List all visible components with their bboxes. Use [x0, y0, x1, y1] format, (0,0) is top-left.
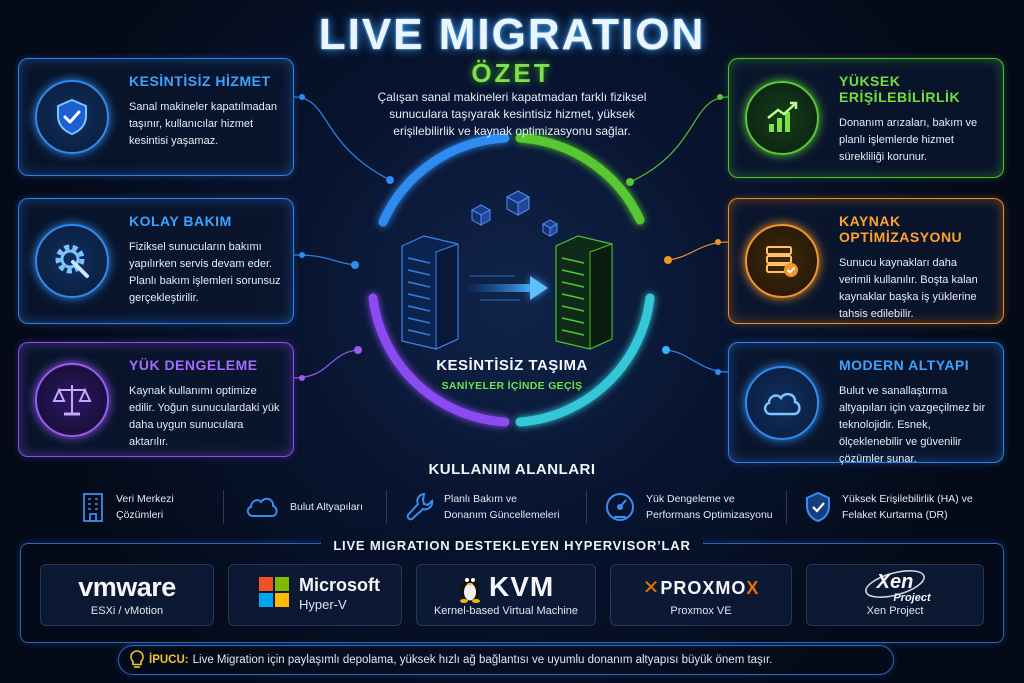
microsoft-logo-text: Microsoft — [299, 575, 380, 595]
data-cubes — [470, 190, 559, 237]
hypervisors-title-text: LIVE MIGRATION DESTEKLEYEN HYPERVISOR’LA… — [321, 538, 703, 553]
xen-logo-project: Project — [893, 592, 931, 604]
usage-text-1: Planlı Bakım ve — [444, 493, 517, 505]
usage-text-2: Çözümleri — [116, 509, 164, 521]
usage-item-cloud: Bulut Altyapıları — [244, 486, 363, 528]
divider — [223, 490, 224, 524]
source-server — [401, 235, 459, 350]
vmware-sub: ESXi / vMotion — [90, 605, 164, 617]
usage-text-2: Donanım Güncellemeleri — [444, 509, 560, 521]
microsoft-logo-icon — [259, 577, 289, 607]
hypervisor-microsoft: Microsoft Hyper-V — [228, 564, 402, 626]
hypervisor-xen: Xen Project Xen Project — [806, 564, 984, 626]
card-title: YÜKSEK ERİŞİLEBİLİRLİK — [839, 73, 961, 105]
connector-dots — [299, 94, 723, 381]
center-subtitle: SANİYELER İÇİNDE GEÇİŞ — [441, 380, 583, 392]
cloud-icon — [745, 365, 819, 440]
usage-item-ha-dr: Yüksek Erişilebilirlik (HA) ve Felaket Ku… — [804, 486, 973, 528]
usage-text-1: Yük Dengeleme ve — [646, 493, 735, 505]
usage-item-load-balancing: Yük Dengeleme ve Performans Optimizasyonu — [604, 486, 773, 528]
proxmox-x-icon: ✕ — [642, 577, 661, 599]
card-title: KOLAY BAKIM — [129, 213, 232, 229]
usage-text-1: Bulut Altyapıları — [290, 501, 363, 513]
proxmox-logo: ✕PROXMOX — [611, 575, 791, 600]
shield-check-icon — [35, 80, 109, 154]
usage-title: KULLANIM ALANLARI — [428, 461, 596, 478]
card-yuk-dengeleme: YÜK DENGELEME Kaynak kullanımı optimize … — [18, 342, 294, 457]
card-title: YÜK DENGELEME — [129, 357, 258, 373]
card-text: Bulut ve sanallaştırma altyapıları için … — [839, 385, 986, 465]
gauge-icon — [606, 493, 634, 521]
usage-text-2: Felaket Kurtarma (DR) — [842, 509, 948, 521]
card-text: Sunucu kaynakları daha verimli kullanılı… — [839, 257, 978, 320]
server-check-icon — [745, 224, 819, 298]
card-yuksek-erisilebilirlik: YÜKSEK ERİŞİLEBİLİRLİK Donanım arızaları… — [728, 58, 1004, 178]
xen-sub: Xen Project — [866, 605, 924, 617]
cloud-icon — [246, 497, 278, 517]
hypervisors-title: LIVE MIGRATION DESTEKLEYEN HYPERVISOR’LA… — [0, 537, 1024, 555]
building-icon — [83, 493, 103, 522]
proxmox-logo-x: X — [746, 578, 760, 598]
card-text: Donanım arızaları, bakım ve planlı işlem… — [839, 117, 978, 163]
center-title: KESİNTİSİZ TAŞIMA — [436, 357, 588, 374]
card-title: KAYNAK OPTİMİZASYONU — [839, 213, 963, 245]
kvm-sub: Kernel-based Virtual Machine — [433, 605, 579, 617]
hyperv-label: Hyper-V — [299, 597, 347, 612]
card-text: Sanal makineler kapatılmadan taşınır, ku… — [129, 101, 277, 147]
hypervisor-proxmox: ✕PROXMOX Proxmox VE — [610, 564, 792, 626]
migration-arrow — [462, 275, 548, 301]
card-kaynak-optimizasyonu: KAYNAK OPTİMİZASYONU Sunucu kaynakları d… — [728, 198, 1004, 324]
migration-ring — [368, 133, 656, 427]
kvm-logo: KVM — [489, 571, 555, 602]
divider — [786, 490, 787, 524]
gear-wrench-icon — [35, 224, 109, 298]
proxmox-logo-text: PROXMO — [660, 578, 747, 598]
tip-bar: İPUCU: Live Migration için paylaşımlı de… — [118, 645, 894, 675]
xen-logo: Xen — [876, 571, 914, 593]
usage-text-1: Veri Merkezi — [116, 493, 174, 505]
tip-label: İPUCU: — [149, 654, 189, 666]
usage-item-maintenance: Planlı Bakım ve Donanım Güncellemeleri — [404, 486, 560, 528]
shield-check-icon — [806, 491, 830, 523]
divider — [386, 490, 387, 524]
usage-text-1: Yüksek Erişilebilirlik (HA) ve — [842, 493, 973, 505]
lightbulb-icon — [130, 650, 144, 668]
tux-penguin-icon — [460, 578, 480, 603]
card-text: Fiziksel sunucuların bakımı yapılırken s… — [129, 241, 281, 304]
page-subtitle: ÖZET — [471, 58, 553, 88]
tip-text: Live Migration için paylaşımlı depolama,… — [192, 654, 773, 666]
page-title: LIVE MIGRATION — [318, 10, 706, 59]
proxmox-sub: Proxmox VE — [670, 605, 732, 617]
growth-chart-icon — [745, 81, 819, 155]
intro-text: Çalışan sanal makineleri kapatmadan fark… — [377, 90, 647, 138]
card-kolay-bakim: KOLAY BAKIM Fiziksel sunucuların bakımı … — [18, 198, 294, 324]
target-server — [555, 235, 613, 350]
xen-orbit-icon — [865, 570, 925, 598]
card-modern-altyapi: MODERN ALTYAPI Bulut ve sanallaştırma al… — [728, 342, 1004, 465]
card-kesintisiz-hizmet: KESİNTİSİZ HİZMET Sanal makineler kapatı… — [18, 58, 294, 176]
balance-scale-icon — [35, 362, 109, 437]
card-text: Kaynak kullanımı optimize edilir. Yoğun … — [129, 385, 280, 448]
card-title: KESİNTİSİZ HİZMET — [129, 73, 271, 89]
hypervisor-kvm: KVM Kernel-based Virtual Machine — [416, 564, 596, 626]
wrench-icon — [406, 492, 434, 521]
divider — [586, 490, 587, 524]
card-title: MODERN ALTYAPI — [839, 357, 970, 373]
hypervisor-vmware: vmware ESXi / vMotion — [40, 564, 214, 626]
usage-text-2: Performans Optimizasyonu — [646, 509, 773, 521]
vmware-logo: vmware — [78, 572, 176, 602]
